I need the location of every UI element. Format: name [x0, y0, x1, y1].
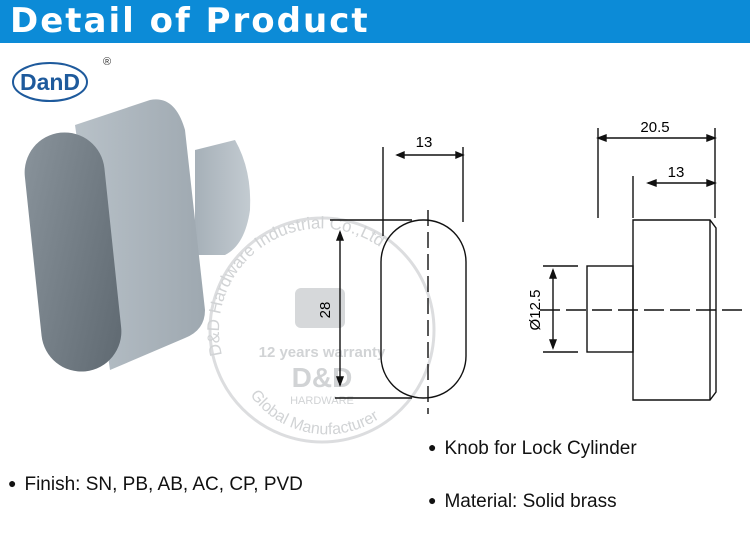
front-width-dim: 13 — [416, 134, 433, 151]
svg-text:HARDWARE: HARDWARE — [290, 395, 354, 407]
side-diameter-dim: Ø12.5 — [527, 290, 544, 331]
side-body-dim: 13 — [668, 164, 685, 181]
front-height-dim: 28 — [317, 302, 334, 319]
feature-material: ●Material: Solid brass — [428, 491, 617, 512]
side-view-drawing — [540, 128, 742, 401]
header-bar: Detail of Product — [0, 0, 750, 43]
svg-text:12 years warranty: 12 years warranty — [259, 344, 386, 361]
side-total-dim: 20.5 — [640, 119, 669, 136]
knob-3d-render — [24, 99, 251, 372]
dand-logo: DanD ® — [8, 56, 118, 111]
page-title: Detail of Product — [10, 1, 370, 41]
svg-text:DanD: DanD — [20, 69, 80, 95]
feature-knob: ●Knob for Lock Cylinder — [428, 438, 637, 459]
front-view-drawing — [330, 147, 467, 414]
watermark: D&D Hardware Industrial Co.,Ltd Global M… — [204, 213, 436, 444]
feature-finish: ●Finish: SN, PB, AB, AC, CP, PVD — [8, 474, 303, 495]
svg-text:®: ® — [103, 56, 111, 68]
